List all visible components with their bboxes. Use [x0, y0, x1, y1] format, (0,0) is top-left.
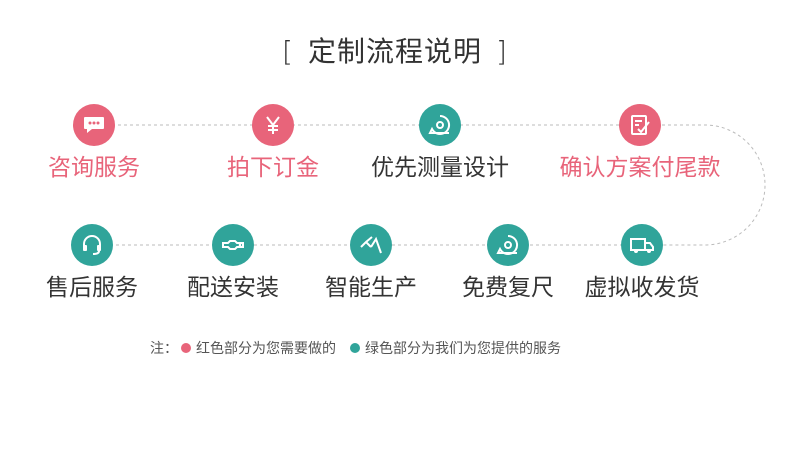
- step-label: 售后服务: [46, 275, 138, 301]
- title-open-bracket: [: [282, 35, 294, 68]
- headset-icon: [71, 224, 113, 266]
- connector-curve: [638, 124, 766, 246]
- tools-icon: [350, 224, 392, 266]
- step-label: 虚拟收发货: [584, 275, 700, 301]
- checklist-icon: [619, 104, 661, 146]
- step-label: 配送安装: [187, 275, 279, 301]
- step-consult: 咨询服务: [9, 104, 179, 182]
- page-title: [ 定制流程说明]: [0, 30, 790, 70]
- step-label: 咨询服务: [48, 155, 140, 181]
- step-label: 智能生产: [325, 275, 417, 301]
- step-after-sales: 售后服务: [7, 224, 177, 302]
- measuring-tape-icon: [487, 224, 529, 266]
- wrench-icon: [212, 224, 254, 266]
- measuring-tape-icon: [419, 104, 461, 146]
- step-label: 免费复尺: [462, 275, 554, 301]
- red-dot-icon: [181, 343, 191, 353]
- step-confirm-pay: 确认方案付尾款: [555, 104, 725, 182]
- step-measure-design: 优先测量设计: [355, 104, 525, 182]
- step-smart-production: 智能生产: [286, 224, 456, 302]
- note-teal-text: 绿色部分为我们为您提供的服务: [365, 341, 561, 357]
- step-label: 优先测量设计: [371, 155, 509, 181]
- step-label: 拍下订金: [227, 155, 319, 181]
- step-virtual-shipping: 虚拟收发货: [557, 224, 727, 302]
- step-free-remeasure: 免费复尺: [423, 224, 593, 302]
- note-prefix: 注：: [150, 341, 178, 357]
- truck-icon: [621, 224, 663, 266]
- step-delivery-install: 配送安装: [148, 224, 318, 302]
- legend-note: 注： 红色部分为您需要做的 绿色部分为我们为您提供的服务: [150, 338, 561, 358]
- teal-dot-icon: [350, 343, 360, 353]
- step-label: 确认方案付尾款: [559, 155, 721, 181]
- note-red-text: 红色部分为您需要做的: [196, 341, 336, 357]
- title-close-bracket: ]: [496, 35, 508, 68]
- step-deposit: 拍下订金: [188, 104, 358, 182]
- title-text: 定制流程说明: [307, 35, 482, 68]
- yen-icon: [252, 104, 294, 146]
- chat-bubble-icon: [73, 104, 115, 146]
